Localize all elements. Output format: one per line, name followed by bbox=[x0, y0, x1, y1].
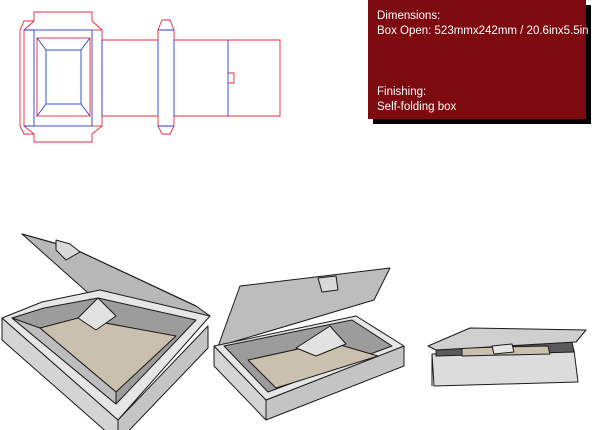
lid-tab bbox=[317, 275, 339, 293]
box-illustration-open-large bbox=[1, 233, 211, 430]
box-illustration-closed-small bbox=[427, 327, 587, 387]
box-illustration-open-medium bbox=[213, 267, 405, 421]
dimensions-value: Box Open: 523mmx242mm / 20.6inx5.5in bbox=[377, 25, 589, 37]
box-right-wall bbox=[117, 325, 209, 430]
dieline-fold-lines bbox=[24, 29, 229, 127]
dieline-template bbox=[19, 11, 281, 143]
finishing-section: Finishing: Self-folding box bbox=[377, 85, 456, 115]
lid-tab bbox=[491, 343, 515, 355]
finishing-value: Self-folding box bbox=[377, 101, 457, 113]
dieline-cut-lines bbox=[19, 11, 281, 143]
box-lid bbox=[427, 327, 587, 351]
finishing-label: Finishing: bbox=[377, 86, 427, 98]
info-panel: Dimensions: Box Open: 523mmx242mm / 20.6… bbox=[368, 0, 589, 119]
dimensions-label: Dimensions: bbox=[377, 10, 441, 22]
lid-tab bbox=[55, 239, 81, 261]
